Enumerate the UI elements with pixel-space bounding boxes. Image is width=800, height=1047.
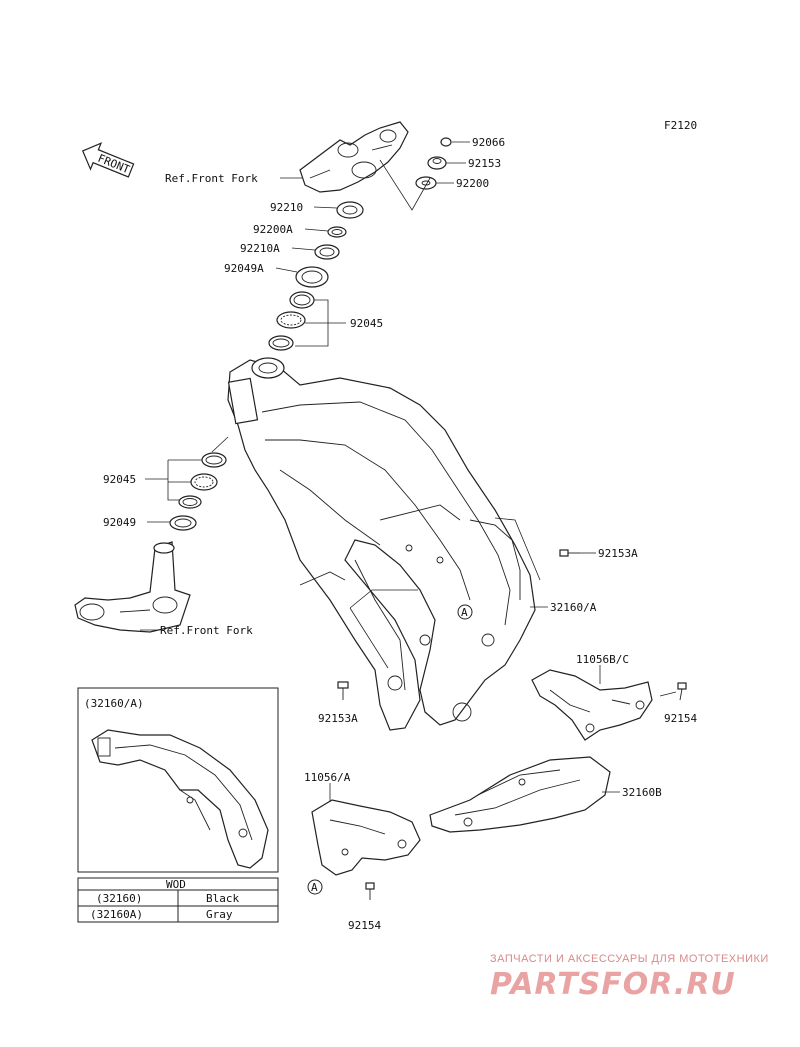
callout-92210A[interactable]: 92210A [240,242,316,255]
callout-92154-bottom-label: 92154 [348,919,381,932]
color-row-2-part: (32160A) [90,908,143,921]
callout-11056A-label: 11056/A [304,771,351,784]
inset-title: (32160/A) [84,697,144,710]
callout-92066-label: 92066 [472,136,505,149]
inset-frame-sketch [91,729,269,869]
main-frame [227,357,541,731]
callout-92154-right[interactable]: 92154 [659,682,697,725]
bolt-icon [365,882,375,900]
marker-a-bracket-label: A [311,881,318,894]
callout-92154-right-label: 92154 [664,712,697,725]
marker-a-frame: A [457,604,473,620]
color-row-1-color: Black [206,892,239,905]
callout-92045-lower[interactable]: 92045 [103,459,202,501]
color-table-header: WOD [166,878,186,891]
callout-92049A[interactable]: 92049A [224,262,298,275]
steering-stem-stack [268,201,364,351]
callout-92049-label: 92049 [103,516,136,529]
diagram-code: F2120 [664,119,697,132]
callout-11056BC-label: 11056B/C [576,653,629,666]
callout-92210[interactable]: 92210 [270,201,338,214]
ref-front-fork-upper[interactable]: Ref.Front Fork [165,172,302,185]
cap-92066 [440,137,452,147]
callout-92066[interactable]: 92066 [452,136,505,149]
callout-92153[interactable]: 92153 [446,157,501,170]
front-direction-arrow: FRONT [81,142,135,178]
callout-32160B[interactable]: 32160B [602,786,662,799]
watermark-brand: PARTSFOR.RU [490,967,736,1002]
callout-92153-label: 92153 [468,157,501,170]
ref-front-fork-upper-label: Ref.Front Fork [165,172,258,185]
ref-front-fork-lower[interactable]: Ref.Front Fork [140,624,253,637]
watermark: ЗАПЧАСТИ И АКСЕССУАРЫ ДЛЯ МОТОТЕХНИКИ PA… [490,953,769,1002]
color-row-1-part: (32160) [96,892,142,905]
watermark-tagline: ЗАПЧАСТИ И АКСЕССУАРЫ ДЛЯ МОТОТЕХНИКИ [490,953,769,965]
callout-92049[interactable]: 92049 [103,516,170,529]
callout-32160B-label: 32160B [622,786,662,799]
bolt-icon [337,681,349,700]
marker-a-frame-label: A [461,606,468,619]
subframe-32160B [429,756,611,833]
color-row-2-color: Gray [206,908,233,921]
callout-92045-upper-label: 92045 [350,317,383,330]
inset-panel: (32160/A) [77,687,279,873]
callout-32160A[interactable]: 32160/A [530,601,597,614]
callout-11056BC[interactable]: 11056B/C [576,653,629,684]
callout-92045-lower-label: 92045 [103,473,136,486]
lower-triple-clamp [74,541,191,633]
callout-92200A-label: 92200A [253,223,293,236]
callout-92200-label: 92200 [456,177,489,190]
ref-front-fork-lower-label: Ref.Front Fork [160,624,253,637]
callout-92153A-right[interactable]: 92153A [559,547,638,560]
callout-92200[interactable]: 92200 [436,177,489,190]
callout-92210-label: 92210 [270,201,303,214]
callout-92210A-label: 92210A [240,242,280,255]
callout-11056A[interactable]: 11056/A [304,771,351,802]
bracket-11056A [311,799,421,876]
grommet-92153 [427,156,447,170]
callout-92154-bottom[interactable]: 92154 [348,882,381,932]
callout-92153A-right-label: 92153A [598,547,638,560]
lower-bearings [169,436,229,531]
bracket-11056BC [531,669,653,741]
upper-triple-clamp [299,121,409,193]
callout-32160A-label: 32160/A [550,601,597,614]
color-table: WOD (32160) Black (32160A) Gray [77,877,279,923]
callout-92049A-label: 92049A [224,262,264,275]
callout-92200A[interactable]: 92200A [253,223,329,236]
bolt-icon [559,549,580,557]
callout-92153A-left[interactable]: 92153A [318,681,358,725]
callout-92153A-left-label: 92153A [318,712,358,725]
washer-92200 [415,176,437,190]
callout-92045-upper[interactable]: 92045 [295,299,383,347]
marker-a-bracket: A [307,879,323,895]
bolt-icon [677,682,687,701]
